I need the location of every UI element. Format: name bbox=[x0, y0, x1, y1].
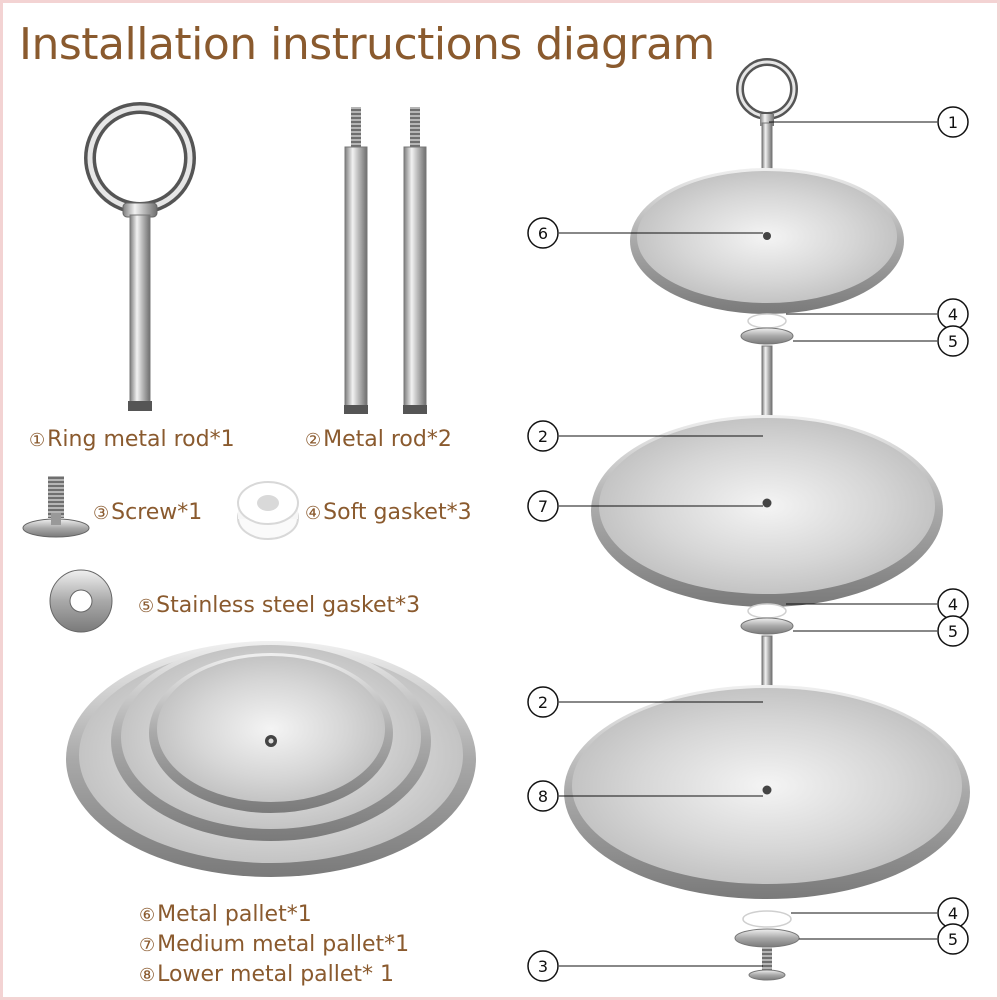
part-number: ④ bbox=[305, 503, 322, 524]
part-number: ⑧ bbox=[139, 965, 156, 986]
part-label-screw: ③Screw*1 bbox=[93, 500, 202, 525]
part-name: Stainless steel gasket*3 bbox=[156, 593, 421, 618]
ring-metal-rod bbox=[84, 102, 196, 411]
callout-number: 4 bbox=[948, 595, 958, 614]
part-number: ⑦ bbox=[139, 935, 156, 956]
callout-number: 4 bbox=[948, 904, 958, 923]
part-label-metal-rod: ②Metal rod*2 bbox=[305, 427, 452, 452]
soft-gasket bbox=[237, 481, 299, 540]
part-label-soft-gasket: ④Soft gasket*3 bbox=[305, 500, 472, 525]
callout-number: 2 bbox=[538, 693, 548, 712]
nested-pallets bbox=[66, 641, 476, 877]
callout-badge bbox=[527, 420, 559, 452]
metal-rod-pair bbox=[344, 107, 427, 414]
part-name: Screw*1 bbox=[111, 500, 203, 525]
part-label-lower-metal-pallet: ⑧Lower metal pallet* 1 bbox=[139, 962, 394, 987]
callout-badge bbox=[527, 490, 559, 522]
callout-number: 1 bbox=[948, 113, 958, 132]
callout-number: 7 bbox=[538, 497, 548, 516]
part-name: Ring metal rod*1 bbox=[47, 427, 235, 452]
part-name: Medium metal pallet*1 bbox=[157, 932, 410, 957]
callout-number: 6 bbox=[538, 224, 548, 243]
screw bbox=[22, 476, 90, 538]
callout-badge bbox=[527, 950, 559, 982]
part-number: ② bbox=[305, 430, 322, 451]
part-name: Lower metal pallet* 1 bbox=[157, 962, 395, 987]
steel-gasket bbox=[49, 569, 113, 633]
part-number: ⑤ bbox=[138, 596, 155, 617]
assembly-illustration: 1 6 4 5 2 7 4 bbox=[22, 58, 970, 982]
part-label-metal-pallet: ⑥Metal pallet*1 bbox=[139, 902, 312, 927]
part-label-steel-gasket: ⑤Stainless steel gasket*3 bbox=[138, 593, 420, 618]
part-number: ⑥ bbox=[139, 905, 156, 926]
page-title: Installation instructions diagram bbox=[19, 19, 715, 70]
callout-badge bbox=[937, 615, 969, 647]
part-name: Metal pallet*1 bbox=[157, 902, 312, 927]
part-label-ring-metal-rod: ①Ring metal rod*1 bbox=[29, 427, 235, 452]
callout-badge bbox=[527, 217, 559, 249]
callout-number: 5 bbox=[948, 930, 958, 949]
callout-number: 2 bbox=[538, 427, 548, 446]
callout-badge bbox=[527, 780, 559, 812]
assembled-stand bbox=[564, 58, 970, 981]
part-number: ① bbox=[29, 430, 46, 451]
callout-number: 4 bbox=[948, 305, 958, 324]
callout-badge bbox=[937, 325, 969, 357]
part-label-medium-metal-pallet: ⑦Medium metal pallet*1 bbox=[139, 932, 409, 957]
callout-number: 5 bbox=[948, 332, 958, 351]
callout-number: 8 bbox=[538, 787, 548, 806]
callout-group: 1 6 4 5 2 7 4 bbox=[527, 106, 969, 982]
part-number: ③ bbox=[93, 503, 110, 524]
callout-number: 5 bbox=[948, 622, 958, 641]
callout-badge bbox=[937, 106, 969, 138]
part-name: Soft gasket*3 bbox=[323, 500, 472, 525]
part-name: Metal rod*2 bbox=[323, 427, 452, 452]
callout-badge bbox=[937, 923, 969, 955]
callout-badge bbox=[527, 686, 559, 718]
callout-number: 3 bbox=[538, 957, 548, 976]
